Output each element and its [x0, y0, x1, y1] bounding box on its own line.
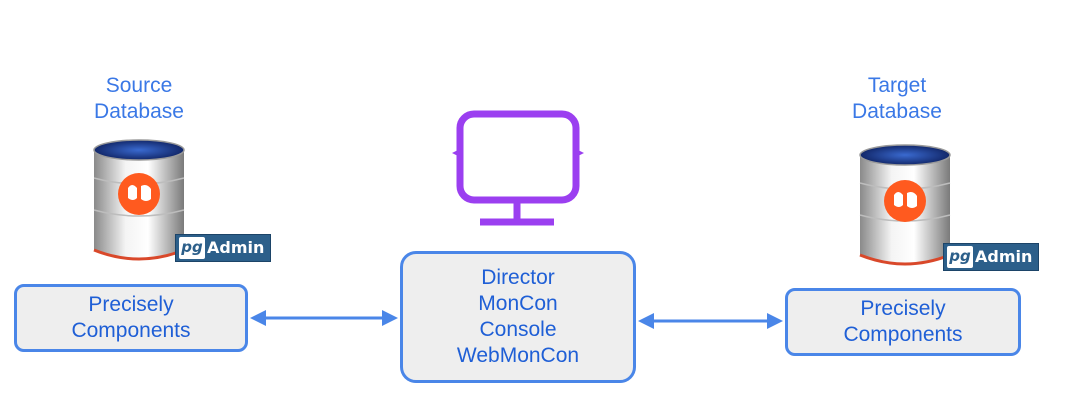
- source-title-line-1: Source: [105, 74, 173, 97]
- center-line-director: Director: [481, 266, 555, 289]
- source-database-icon: [93, 139, 185, 261]
- pgadmin-pg-mark: pg: [947, 246, 973, 268]
- target-title-line-1: Target: [867, 74, 927, 97]
- left-bidirectional-arrow: [250, 310, 398, 326]
- source-elephant-badge: [118, 173, 160, 215]
- pgadmin-text: Admin: [975, 247, 1033, 266]
- target-elephant-badge: [884, 180, 926, 222]
- right-bidirectional-arrow: [638, 313, 783, 329]
- source-database-title: Source Database: [39, 73, 239, 125]
- pgadmin-pg-mark: pg: [179, 237, 205, 259]
- source-pgadmin-logo: pg Admin: [175, 234, 271, 262]
- center-line-console: Console: [479, 318, 557, 341]
- source-components-line-1: Precisely: [88, 293, 174, 316]
- director-components-box: Director MonCon Console WebMonCon: [400, 251, 636, 383]
- target-title-line-2: Database: [852, 100, 942, 123]
- pgadmin-text: Admin: [207, 238, 265, 257]
- target-components-line-2: Components: [843, 323, 963, 346]
- center-line-moncon: MonCon: [478, 292, 558, 315]
- source-title-line-2: Database: [94, 100, 184, 123]
- target-components-line-1: Precisely: [860, 297, 946, 320]
- source-components-line-2: Components: [71, 319, 191, 342]
- target-database-title: Target Database: [797, 73, 997, 125]
- target-pgadmin-logo: pg Admin: [943, 243, 1039, 271]
- center-line-webmoncon: WebMonCon: [456, 344, 580, 367]
- target-database-icon: [859, 144, 951, 266]
- source-components-box: Precisely Components: [14, 284, 248, 352]
- monitor-icon: [452, 110, 584, 226]
- target-components-box: Precisely Components: [785, 288, 1021, 356]
